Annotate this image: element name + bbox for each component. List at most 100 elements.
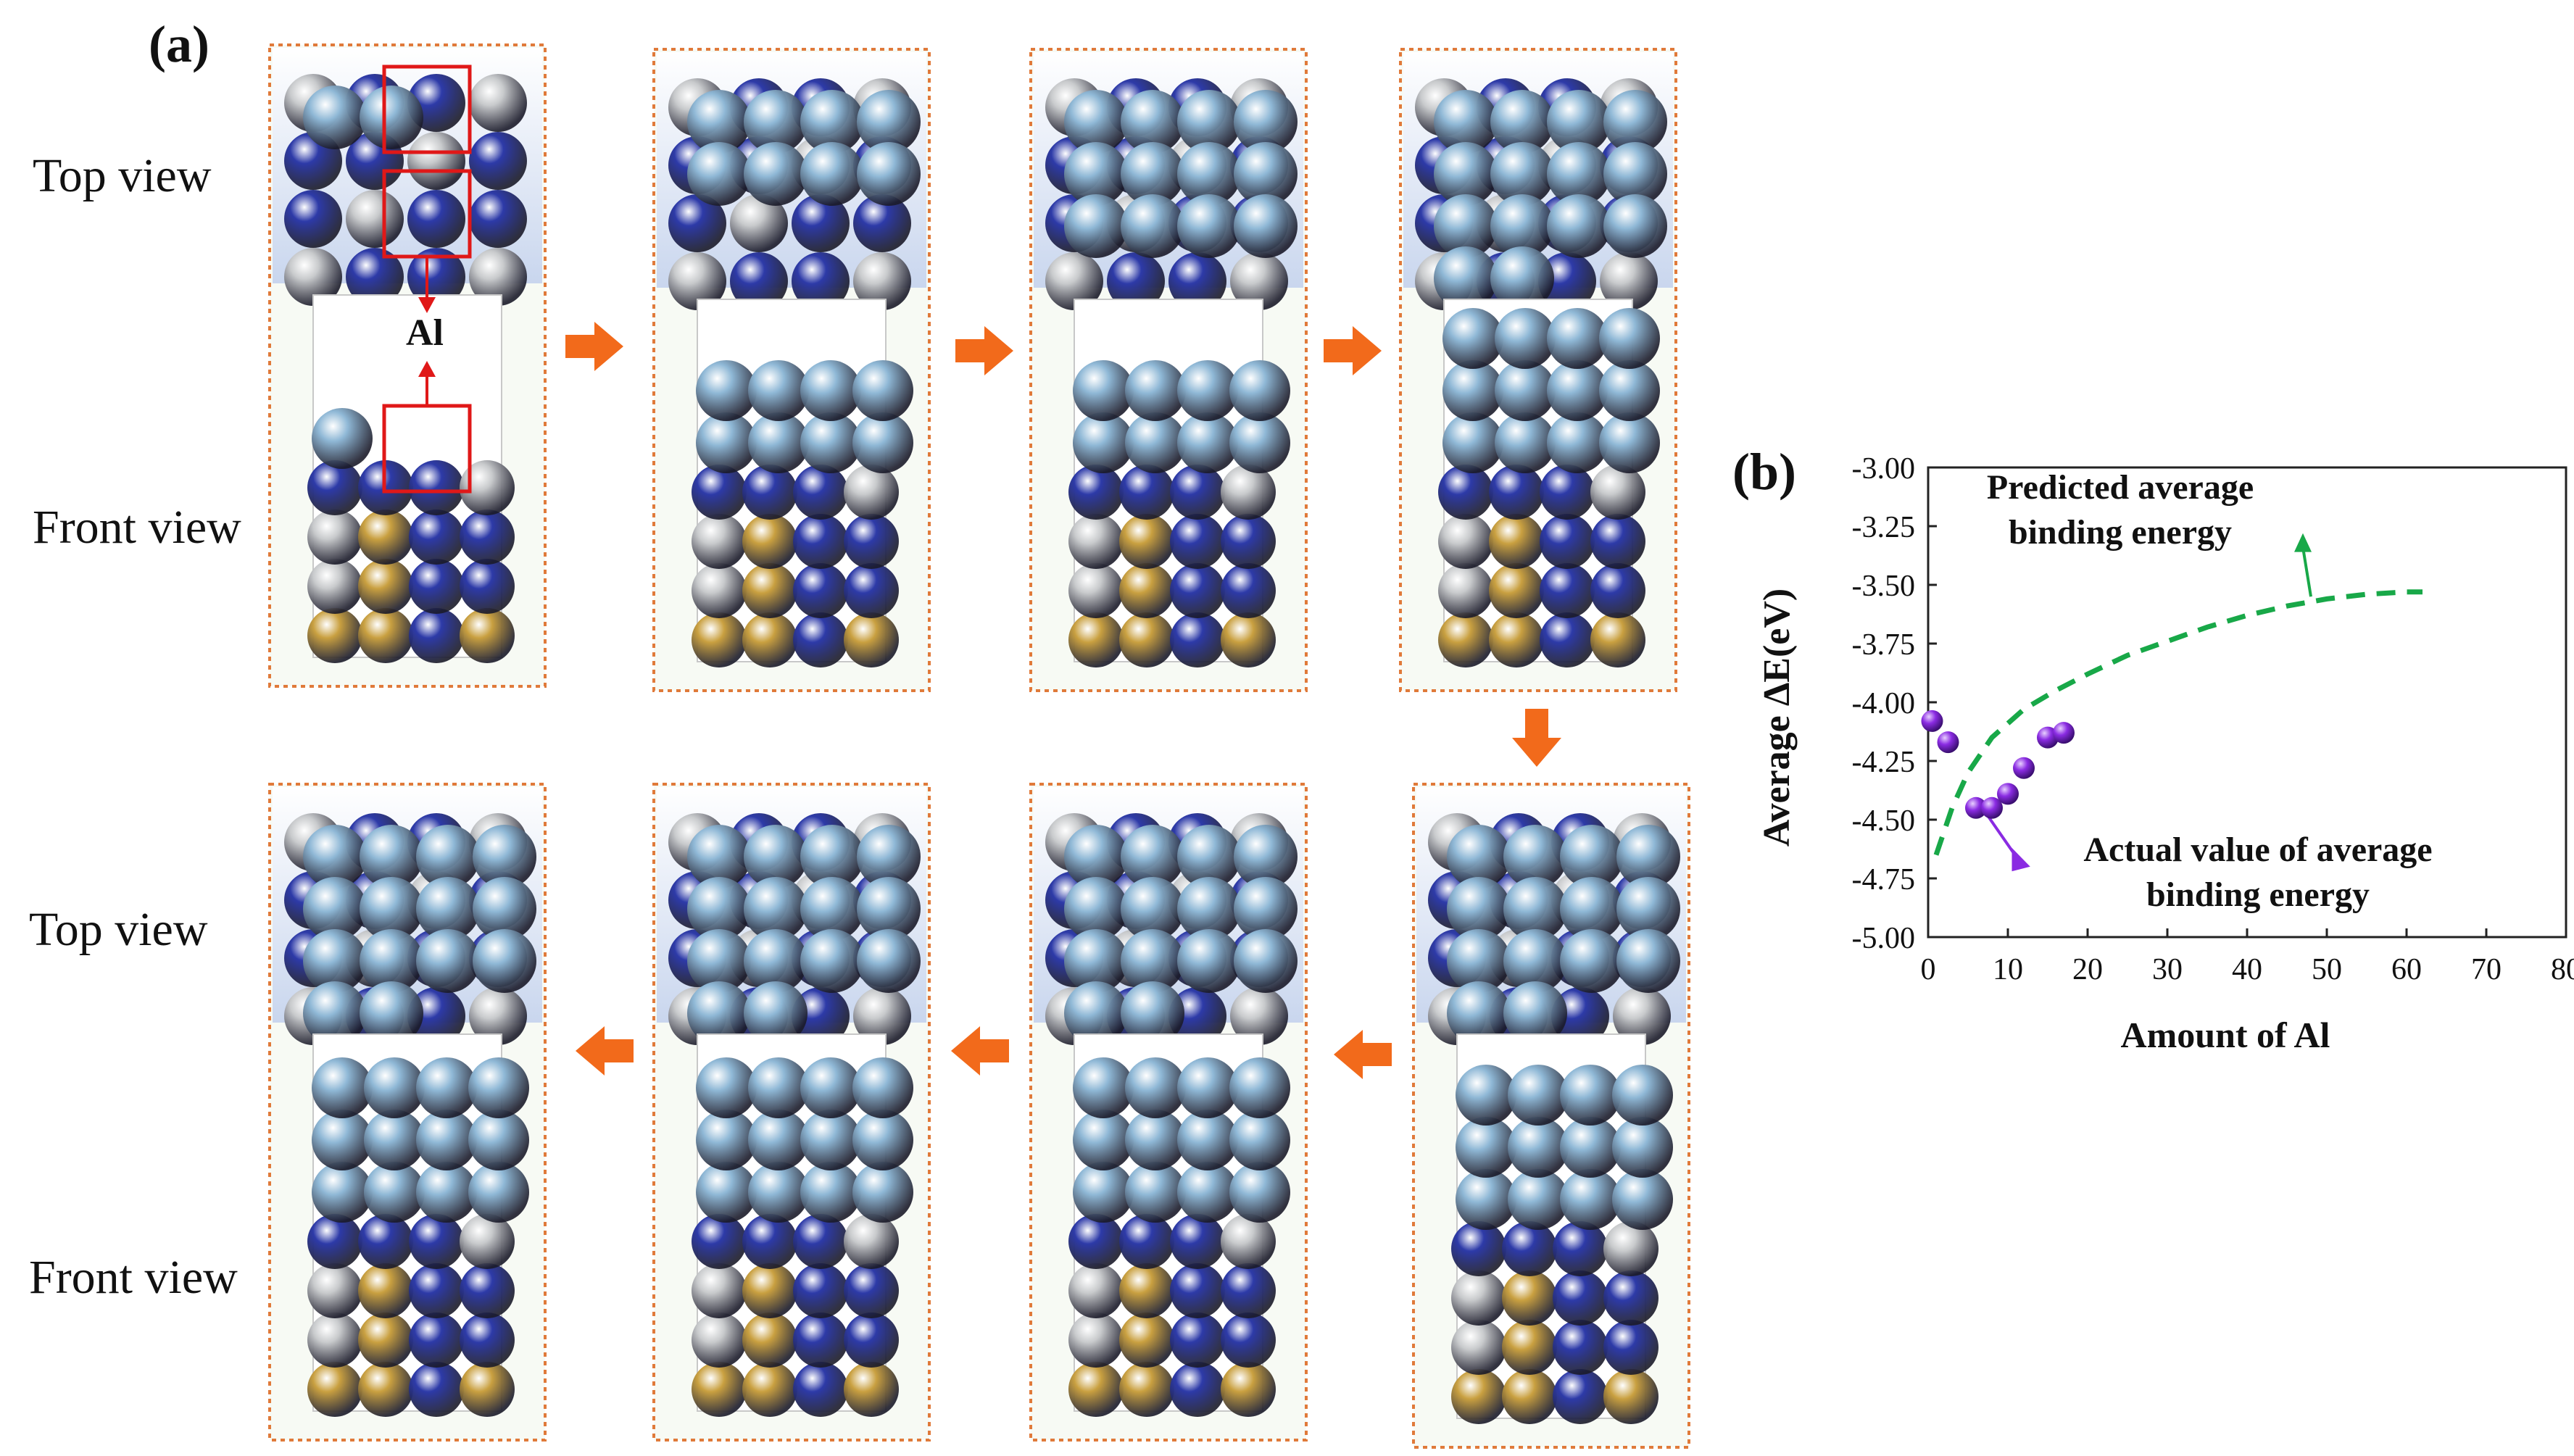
atom-s bbox=[692, 1313, 747, 1368]
atom-b bbox=[1590, 563, 1645, 618]
atom-b bbox=[1451, 1221, 1506, 1276]
atom-g bbox=[1451, 1369, 1506, 1424]
atom-al bbox=[1442, 412, 1503, 473]
atom-al bbox=[1229, 412, 1290, 473]
x-tick-label: 0 bbox=[1921, 953, 1936, 986]
y-tick-label: -4.00 bbox=[1852, 687, 1916, 720]
atom-al bbox=[1599, 360, 1660, 421]
atom-al bbox=[1177, 1057, 1238, 1118]
atom-al bbox=[1121, 142, 1184, 206]
atom-g bbox=[1502, 1270, 1557, 1326]
atom-s bbox=[1068, 1263, 1124, 1318]
atom-s bbox=[844, 1214, 899, 1269]
atom-s bbox=[1221, 465, 1276, 520]
flow-arrow-2 bbox=[955, 326, 1013, 375]
atom-al bbox=[1490, 246, 1554, 310]
flow-arrow-3 bbox=[1324, 326, 1382, 375]
atom-al bbox=[1121, 825, 1184, 889]
atom-s bbox=[460, 460, 515, 515]
atom-b bbox=[1170, 1313, 1225, 1368]
atom-al bbox=[1177, 1110, 1238, 1170]
atom-al bbox=[1121, 981, 1184, 1045]
atom-s bbox=[1600, 252, 1658, 310]
atom-al bbox=[1073, 1162, 1134, 1223]
predicted-curve-path bbox=[1933, 589, 2423, 856]
atom-g bbox=[1590, 612, 1645, 667]
atom-b bbox=[1068, 1214, 1124, 1269]
structure-panel-4 bbox=[1399, 48, 1677, 692]
atom-al bbox=[416, 825, 480, 889]
predicted-curve bbox=[1933, 533, 2423, 872]
atom-s bbox=[307, 559, 362, 614]
atom-s bbox=[1613, 987, 1671, 1045]
atom-b bbox=[1068, 465, 1124, 520]
atom-al bbox=[416, 1057, 477, 1118]
atom-b bbox=[1553, 1320, 1608, 1375]
atom-b bbox=[1538, 252, 1596, 310]
atom-al bbox=[1434, 90, 1498, 154]
atom-al bbox=[1560, 929, 1624, 993]
atom-b bbox=[844, 1313, 899, 1368]
atom-b bbox=[844, 1263, 899, 1318]
atom-s bbox=[469, 248, 527, 306]
atom-b bbox=[793, 1362, 848, 1417]
atom-al bbox=[1073, 1057, 1134, 1118]
atom-al bbox=[800, 929, 864, 993]
atom-b bbox=[1438, 465, 1493, 520]
atom-al bbox=[1121, 90, 1184, 154]
atom-g bbox=[1221, 1362, 1276, 1417]
atom-al bbox=[473, 877, 536, 941]
flow-arrow-7 bbox=[576, 1026, 634, 1076]
atom-b bbox=[1168, 252, 1226, 310]
atom-al bbox=[800, 360, 861, 421]
atom-al bbox=[468, 1057, 529, 1118]
atom-al bbox=[1434, 142, 1498, 206]
atom-al bbox=[1234, 929, 1298, 993]
atom-g bbox=[1068, 1362, 1124, 1417]
atom-g bbox=[358, 608, 413, 663]
atom-al bbox=[696, 1162, 757, 1223]
atom-b bbox=[1221, 563, 1276, 618]
atom-s bbox=[668, 252, 726, 310]
atom-b bbox=[1540, 563, 1595, 618]
atom-al bbox=[1442, 360, 1503, 421]
atom-al bbox=[1503, 877, 1567, 941]
atom-al bbox=[1456, 1117, 1516, 1178]
atom-al bbox=[696, 1057, 757, 1118]
atom-b bbox=[409, 1313, 464, 1368]
atom-al bbox=[1447, 929, 1511, 993]
y-tick-label: -4.50 bbox=[1852, 804, 1916, 838]
atom-al bbox=[364, 1057, 425, 1118]
atom-al bbox=[1503, 825, 1567, 889]
atom-b bbox=[730, 252, 788, 310]
x-tick-label: 70 bbox=[2471, 953, 2502, 986]
atom-al bbox=[744, 929, 808, 993]
atom-al bbox=[364, 1162, 425, 1223]
atom-g bbox=[358, 1313, 413, 1368]
atom-s bbox=[692, 563, 747, 618]
atom-al bbox=[1447, 877, 1511, 941]
atom-s bbox=[1451, 1270, 1506, 1326]
atom-al bbox=[687, 90, 751, 154]
atom-g bbox=[460, 608, 515, 663]
atom-al bbox=[1177, 929, 1241, 993]
atom-g bbox=[1119, 612, 1174, 667]
atom-s bbox=[844, 465, 899, 520]
atom-al bbox=[1234, 825, 1298, 889]
atom-al bbox=[1073, 412, 1134, 473]
atom-b bbox=[792, 252, 850, 310]
atom-s bbox=[1438, 514, 1493, 569]
atom-al bbox=[364, 1110, 425, 1170]
atom-al bbox=[1603, 90, 1667, 154]
al-highlight-boxes bbox=[382, 65, 472, 494]
structure-panel-8 bbox=[268, 783, 547, 1442]
atom-g bbox=[844, 1362, 899, 1417]
atom-al bbox=[1434, 194, 1498, 258]
atom-al bbox=[857, 929, 921, 993]
atom-s bbox=[1590, 465, 1645, 520]
atom-al bbox=[1234, 90, 1298, 154]
atom-al bbox=[687, 877, 751, 941]
atom-s bbox=[469, 74, 527, 132]
atom-b bbox=[460, 1263, 515, 1318]
x-tick-label: 40 bbox=[2232, 953, 2262, 986]
